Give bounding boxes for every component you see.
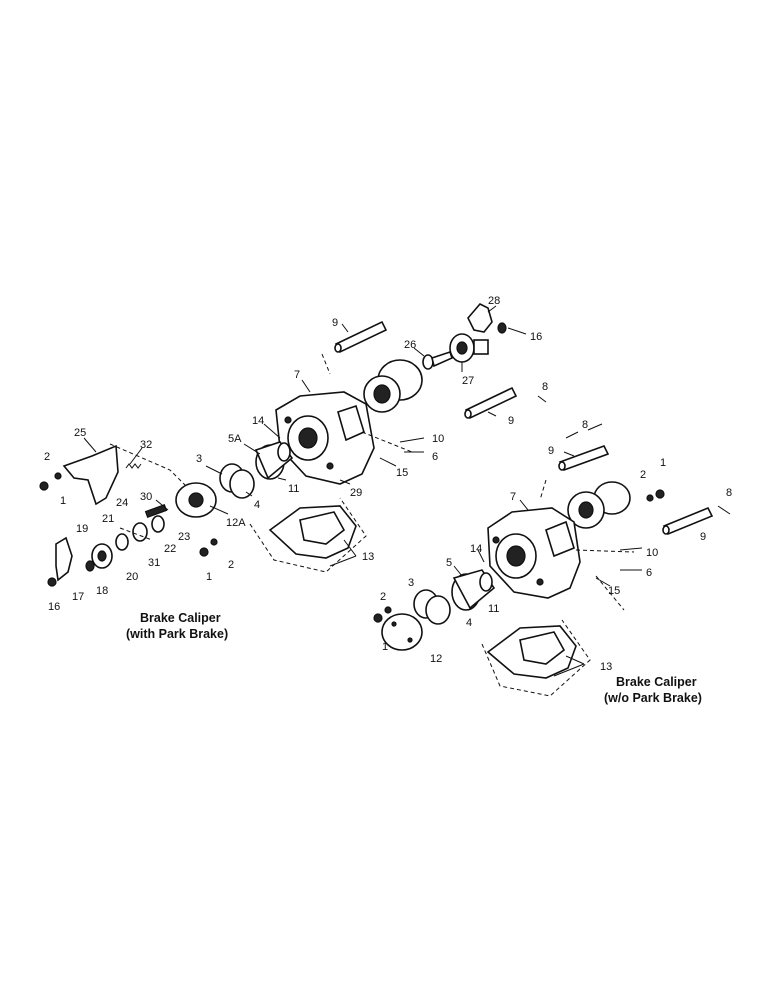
bolt-1-right-top (655, 489, 665, 499)
end-cap-12-right (381, 613, 423, 651)
label: 22 (164, 543, 176, 555)
washer-2-right-lower (384, 606, 392, 614)
washer-2-lower (210, 538, 218, 546)
label: 28 (488, 295, 500, 307)
piston-5-right (451, 569, 496, 611)
label: 31 (148, 557, 160, 569)
guide-pin-9-upper (334, 320, 388, 354)
ring-4 (229, 469, 255, 499)
label: 32 (140, 439, 152, 451)
captions: Brake Caliper (with Park Brake) Brake Ca… (126, 611, 702, 705)
label: 11 (288, 483, 299, 495)
label: 4 (466, 617, 472, 629)
label: 9 (700, 531, 706, 543)
label: 6 (646, 567, 652, 579)
park-brake-parts (85, 503, 168, 572)
label: 4 (254, 499, 260, 511)
label: 2 (640, 469, 646, 481)
label: 17 (72, 591, 84, 603)
label: 7 (294, 369, 300, 381)
caption-right-subtitle: (w/o Park Brake) (604, 691, 702, 705)
brake-pad-13-left (268, 505, 357, 559)
label: 26 (404, 339, 416, 351)
caliper-body-7-right (487, 507, 581, 599)
label: 19 (76, 523, 88, 535)
label: 20 (126, 571, 138, 583)
label: 8 (582, 419, 588, 431)
washer-2-left (54, 472, 62, 480)
label: 25 (74, 427, 86, 439)
actuator-27 (449, 333, 489, 363)
leader-lines (83, 305, 643, 677)
bolt-1-right-lower (373, 613, 383, 623)
lever-28 (467, 303, 493, 333)
label: 21 (102, 513, 114, 525)
ring-4-right (425, 595, 451, 625)
brake-pad-13-right (486, 625, 577, 679)
label: 2 (380, 591, 386, 603)
label: 8 (542, 381, 548, 393)
label: 16 (48, 601, 60, 613)
bolt-16-left (47, 577, 57, 587)
label: 12 (430, 653, 442, 665)
label: 30 (140, 491, 152, 503)
caption-left-subtitle: (with Park Brake) (126, 627, 228, 641)
label: 9 (332, 317, 338, 329)
label: 14 (470, 543, 482, 555)
label: 1 (382, 641, 388, 653)
label: 16 (530, 331, 542, 343)
label: 23 (178, 531, 190, 543)
label: 14 (252, 415, 264, 427)
label: 15 (608, 585, 620, 597)
label: 3 (408, 577, 414, 589)
caption-right-title: Brake Caliper (616, 675, 697, 689)
part-labels-left: 9 28 16 26 27 7 8 9 14 5A 10 6 15 3 11 2… (44, 295, 548, 613)
label: 27 (462, 375, 474, 387)
rear-cap-right (567, 481, 631, 529)
label: 9 (508, 415, 514, 427)
guide-pin-9-right-upper (558, 445, 610, 471)
label: 11 (488, 603, 499, 615)
label: 1 (206, 571, 212, 583)
label: 8 (726, 487, 732, 499)
label: 2 (228, 559, 234, 571)
label: 29 (350, 487, 362, 499)
end-cap-12A (175, 482, 217, 518)
guide-pin-9-lower (464, 386, 518, 420)
label: 13 (362, 551, 374, 563)
label: 10 (432, 433, 444, 445)
label: 5A (228, 433, 242, 445)
bracket-25 (62, 444, 119, 506)
label: 10 (646, 547, 658, 559)
label: 1 (660, 457, 666, 469)
label: 12A (226, 517, 246, 529)
label: 24 (116, 497, 128, 509)
label: 9 (548, 445, 554, 457)
label: 13 (600, 661, 612, 673)
piston-5A (254, 441, 294, 480)
label: 1 (60, 495, 66, 507)
label: 15 (396, 467, 408, 479)
bolt-1-left (39, 481, 49, 491)
guide-pin-9-right-lower (662, 506, 714, 536)
label: 2 (44, 451, 50, 463)
washer-26 (422, 350, 453, 370)
label: 7 (510, 491, 516, 503)
left-assembly (39, 303, 547, 587)
rear-housing (363, 359, 423, 413)
right-assembly (373, 431, 731, 697)
caliper-body-7 (275, 391, 375, 485)
label: 5 (446, 557, 452, 569)
washer-2-right-top (646, 494, 654, 502)
label: 6 (432, 451, 438, 463)
lever-17 (55, 536, 73, 582)
nut-16-upper (497, 322, 507, 334)
caption-left-title: Brake Caliper (140, 611, 221, 625)
spring-32 (125, 463, 142, 469)
label: 3 (196, 453, 202, 465)
label: 18 (96, 585, 108, 597)
part-labels-right: 8 9 2 1 7 8 10 6 9 5 14 3 11 15 4 2 1 12… (380, 419, 732, 673)
bolt-1-lower (199, 547, 209, 557)
